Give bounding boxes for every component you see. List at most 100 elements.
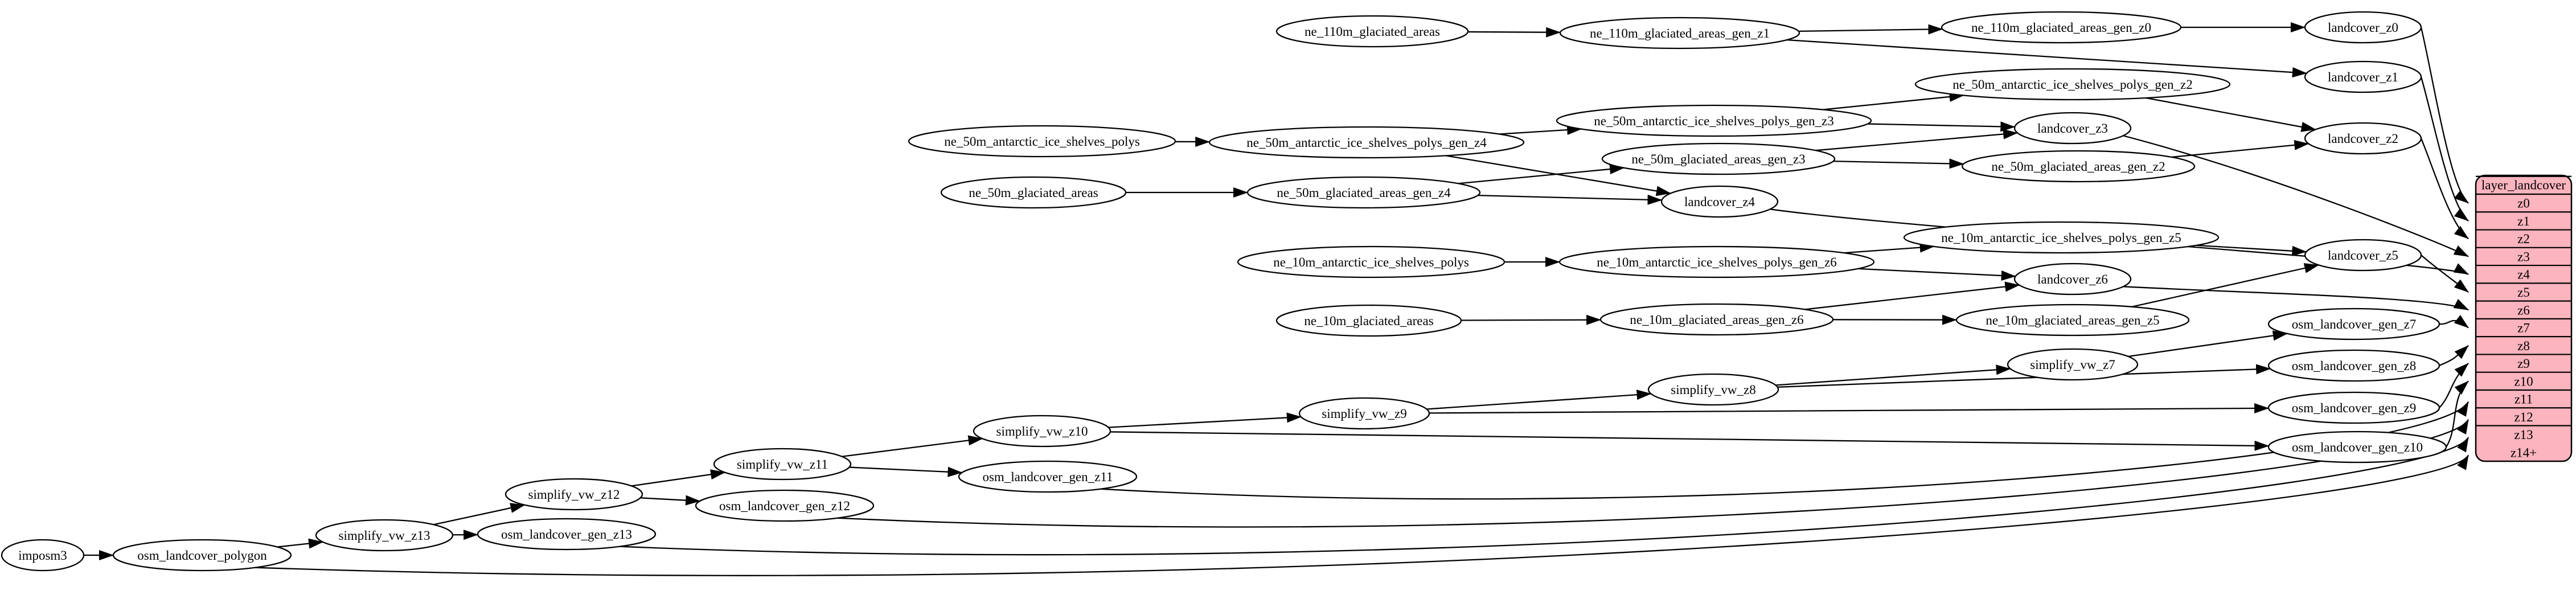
node-ellipse-osm_landcover_gen_z7 — [2267, 307, 2440, 341]
edge-landcover_z5-to-layer-row-z5 — [2421, 255, 2469, 293]
node-ellipse-ne_50m_antarctic_ice_shelves_polys_gen_z4 — [1208, 126, 1525, 159]
edges-layer — [83, 22, 2470, 576]
node-label-osm_landcover_gen_z9: osm_landcover_gen_z9 — [2292, 401, 2416, 415]
node-ne_50m_antarctic_ice_shelves_polys_gen_z4: ne_50m_antarctic_ice_shelves_polys_gen_z… — [1208, 126, 1525, 159]
edge-simplify_vw_z12-to-simplify_vw_z11 — [631, 469, 726, 487]
node-label-ne_50m_antarctic_ice_shelves_polys_gen_z4: ne_50m_antarctic_ice_shelves_polys_gen_z… — [1246, 136, 1487, 150]
node-osm_landcover_gen_z11: osm_landcover_gen_z11 — [958, 460, 1138, 493]
layer-table-row-z10: z10 — [2514, 374, 2533, 388]
node-label-osm_landcover_gen_z13: osm_landcover_gen_z13 — [501, 527, 632, 542]
layer-table-row-label: z1 — [2517, 214, 2530, 228]
node-ellipse-ne_110m_glaciated_areas — [1275, 15, 1469, 48]
node-ne_50m_glaciated_areas: ne_50m_glaciated_areas — [940, 176, 1127, 209]
layer-table-row-label: z10 — [2514, 374, 2533, 388]
node-label-landcover_z1: landcover_z1 — [2328, 70, 2398, 84]
node-label-landcover_z6: landcover_z6 — [2037, 272, 2108, 286]
node-ellipse-osm_landcover_gen_z13 — [477, 518, 657, 551]
node-ellipse-ne_50m_antarctic_ice_shelves_polys_gen_z3 — [1556, 104, 1872, 137]
node-osm_landcover_gen_z7: osm_landcover_gen_z7 — [2267, 307, 2440, 341]
node-ellipse-osm_landcover_polygon — [112, 539, 292, 572]
node-ellipse-ne_10m_antarctic_ice_shelves_polys — [1237, 245, 1506, 278]
edge-osm_landcover_polygon-to-layer-row-z14+ — [255, 454, 2470, 576]
node-osm_landcover_polygon: osm_landcover_polygon — [112, 539, 292, 572]
node-label-simplify_vw_z13: simplify_vw_z13 — [339, 528, 430, 543]
node-ne_10m_glaciated_areas: ne_10m_glaciated_areas — [1275, 304, 1462, 337]
edge-osm_landcover_gen_z9-to-layer-row-z9 — [2439, 363, 2469, 408]
node-ellipse-osm_landcover_gen_z9 — [2267, 391, 2440, 424]
node-label-ne_50m_glaciated_areas: ne_50m_glaciated_areas — [969, 186, 1098, 200]
layer-table-row-label: z12 — [2514, 410, 2533, 424]
node-ellipse-ne_10m_antarctic_ice_shelves_polys_gen_z6 — [1558, 245, 1875, 278]
node-label-landcover_z5: landcover_z5 — [2328, 248, 2398, 263]
node-ne_110m_glaciated_areas_gen_z0: ne_110m_glaciated_areas_gen_z0 — [1941, 11, 2182, 44]
node-ne_10m_glaciated_areas_gen_z5: ne_10m_glaciated_areas_gen_z5 — [1955, 304, 2190, 337]
node-label-ne_50m_antarctic_ice_shelves_polys: ne_50m_antarctic_ice_shelves_polys — [944, 134, 1140, 149]
node-landcover_z0: landcover_z0 — [2304, 11, 2422, 44]
node-ne_110m_glaciated_areas: ne_110m_glaciated_areas — [1275, 15, 1469, 48]
layer-table-row-label: z6 — [2517, 303, 2530, 317]
node-osm_landcover_gen_z8: osm_landcover_gen_z8 — [2267, 349, 2440, 382]
node-imposm3: imposm3 — [1, 539, 85, 572]
node-label-landcover_z2: landcover_z2 — [2328, 132, 2398, 146]
node-landcover_z3: landcover_z3 — [2013, 112, 2132, 145]
node-label-landcover_z4: landcover_z4 — [1684, 195, 1755, 209]
node-ellipse-simplify_vw_z10 — [973, 415, 1111, 448]
edge-ne_10m_glaciated_areas_gen_z6-to-landcover_z6 — [1804, 281, 2020, 310]
node-ellipse-ne_50m_antarctic_ice_shelves_polys — [908, 125, 1176, 158]
node-ellipse-osm_landcover_gen_z12 — [695, 489, 875, 522]
node-label-ne_10m_antarctic_ice_shelves_polys_gen_z5: ne_10m_antarctic_ice_shelves_polys_gen_z… — [1941, 231, 2181, 245]
node-label-osm_landcover_gen_z7: osm_landcover_gen_z7 — [2292, 317, 2416, 331]
edge-landcover_z0-to-layer-row-z0 — [2420, 27, 2469, 204]
layer-table-row-label: z4 — [2517, 268, 2530, 282]
layer-table-row-z6: z6 — [2517, 303, 2530, 317]
node-ne_50m_glaciated_areas_gen_z2: ne_50m_glaciated_areas_gen_z2 — [1961, 150, 2196, 183]
node-ne_50m_antarctic_ice_shelves_polys: ne_50m_antarctic_ice_shelves_polys — [908, 125, 1176, 158]
node-landcover_z6: landcover_z6 — [2013, 263, 2132, 296]
node-simplify_vw_z9: simplify_vw_z9 — [1298, 397, 1430, 430]
node-label-simplify_vw_z7: simplify_vw_z7 — [2030, 358, 2115, 372]
edge-ne_10m_antarctic_ice_shelves_polys_gen_z6-to-landcover_z6 — [1857, 268, 2016, 281]
edge-ne_50m_glaciated_areas_gen_z3-to-landcover_z3 — [1815, 129, 2019, 151]
edge-ne_110m_glaciated_areas_gen_z1-to-landcover_z1 — [1786, 39, 2307, 78]
edge-ne_10m_glaciated_areas_gen_z5-to-landcover_z5 — [2131, 263, 2320, 307]
node-ellipse-ne_10m_glaciated_areas_gen_z5 — [1955, 304, 2190, 337]
node-label-ne_10m_glaciated_areas_gen_z5: ne_10m_glaciated_areas_gen_z5 — [1986, 313, 2159, 327]
node-label-simplify_vw_z8: simplify_vw_z8 — [1671, 383, 1756, 397]
node-label-ne_50m_glaciated_areas_gen_z3: ne_50m_glaciated_areas_gen_z3 — [1631, 152, 1805, 166]
edge-landcover_z1-to-layer-row-z1 — [2420, 76, 2469, 222]
table-layer: layer_landcoverz0z1z2z3z4z5z6z7z8z9z10z1… — [2475, 174, 2573, 462]
edge-ne_110m_glaciated_areas_gen_z1-to-ne_110m_glaciated_areas_gen_z0 — [1798, 24, 1943, 35]
node-ellipse-landcover_z0 — [2304, 11, 2422, 44]
node-ellipse-landcover_z2 — [2304, 122, 2422, 155]
node-label-ne_10m_antarctic_ice_shelves_polys: ne_10m_antarctic_ice_shelves_polys — [1273, 255, 1469, 269]
node-simplify_vw_z7: simplify_vw_z7 — [2007, 348, 2139, 381]
layer-table-row-z9: z9 — [2517, 356, 2530, 371]
node-ellipse-simplify_vw_z12 — [504, 478, 643, 511]
node-landcover_z2: landcover_z2 — [2304, 122, 2422, 155]
layer-table-row-z7: z7 — [2517, 321, 2530, 335]
edge-simplify_vw_z7-to-osm_landcover_gen_z7 — [2128, 330, 2288, 358]
node-osm_landcover_gen_z12: osm_landcover_gen_z12 — [695, 489, 875, 522]
node-ellipse-osm_landcover_gen_z8 — [2267, 349, 2440, 382]
edge-ne_50m_glaciated_areas_gen_z4-to-ne_50m_glaciated_areas_gen_z3 — [1458, 164, 1625, 184]
edge-ne_10m_antarctic_ice_shelves_polys_gen_z6-to-ne_10m_antarctic_ice_shelves_polys_gen_z5 — [1844, 242, 1935, 254]
edge-ne_10m_antarctic_ice_shelves_polys_gen_z5-to-landcover_z5 — [2196, 244, 2307, 256]
edge-simplify_vw_z8-to-simplify_vw_z7 — [1775, 364, 2011, 386]
layer-table-row-z0: z0 — [2517, 196, 2530, 211]
node-simplify_vw_z12: simplify_vw_z12 — [504, 478, 643, 511]
node-label-simplify_vw_z12: simplify_vw_z12 — [528, 487, 620, 502]
node-ne_50m_antarctic_ice_shelves_polys_gen_z2: ne_50m_antarctic_ice_shelves_polys_gen_z… — [1914, 68, 2231, 101]
node-ellipse-ne_10m_glaciated_areas_gen_z6 — [1599, 303, 1834, 336]
edge-ne_50m_antarctic_ice_shelves_polys_gen_z3-to-landcover_z3 — [1868, 121, 2016, 132]
node-osm_landcover_gen_z10: osm_landcover_gen_z10 — [2267, 430, 2447, 464]
node-label-ne_50m_glaciated_areas_gen_z2: ne_50m_glaciated_areas_gen_z2 — [1991, 159, 2165, 174]
edge-simplify_vw_z11-to-osm_landcover_gen_z11 — [849, 466, 963, 477]
layer-table-row-z11: z11 — [2515, 392, 2533, 407]
edge-osm_landcover_gen_z8-to-layer-row-z8 — [2439, 345, 2469, 367]
node-label-ne_10m_glaciated_areas_gen_z6: ne_10m_glaciated_areas_gen_z6 — [1630, 313, 1803, 327]
node-ellipse-osm_landcover_gen_z11 — [958, 460, 1138, 493]
layer-table-row-label: z0 — [2517, 196, 2530, 211]
edge-simplify_vw_z10-to-osm_landcover_gen_z10 — [1110, 431, 2270, 451]
